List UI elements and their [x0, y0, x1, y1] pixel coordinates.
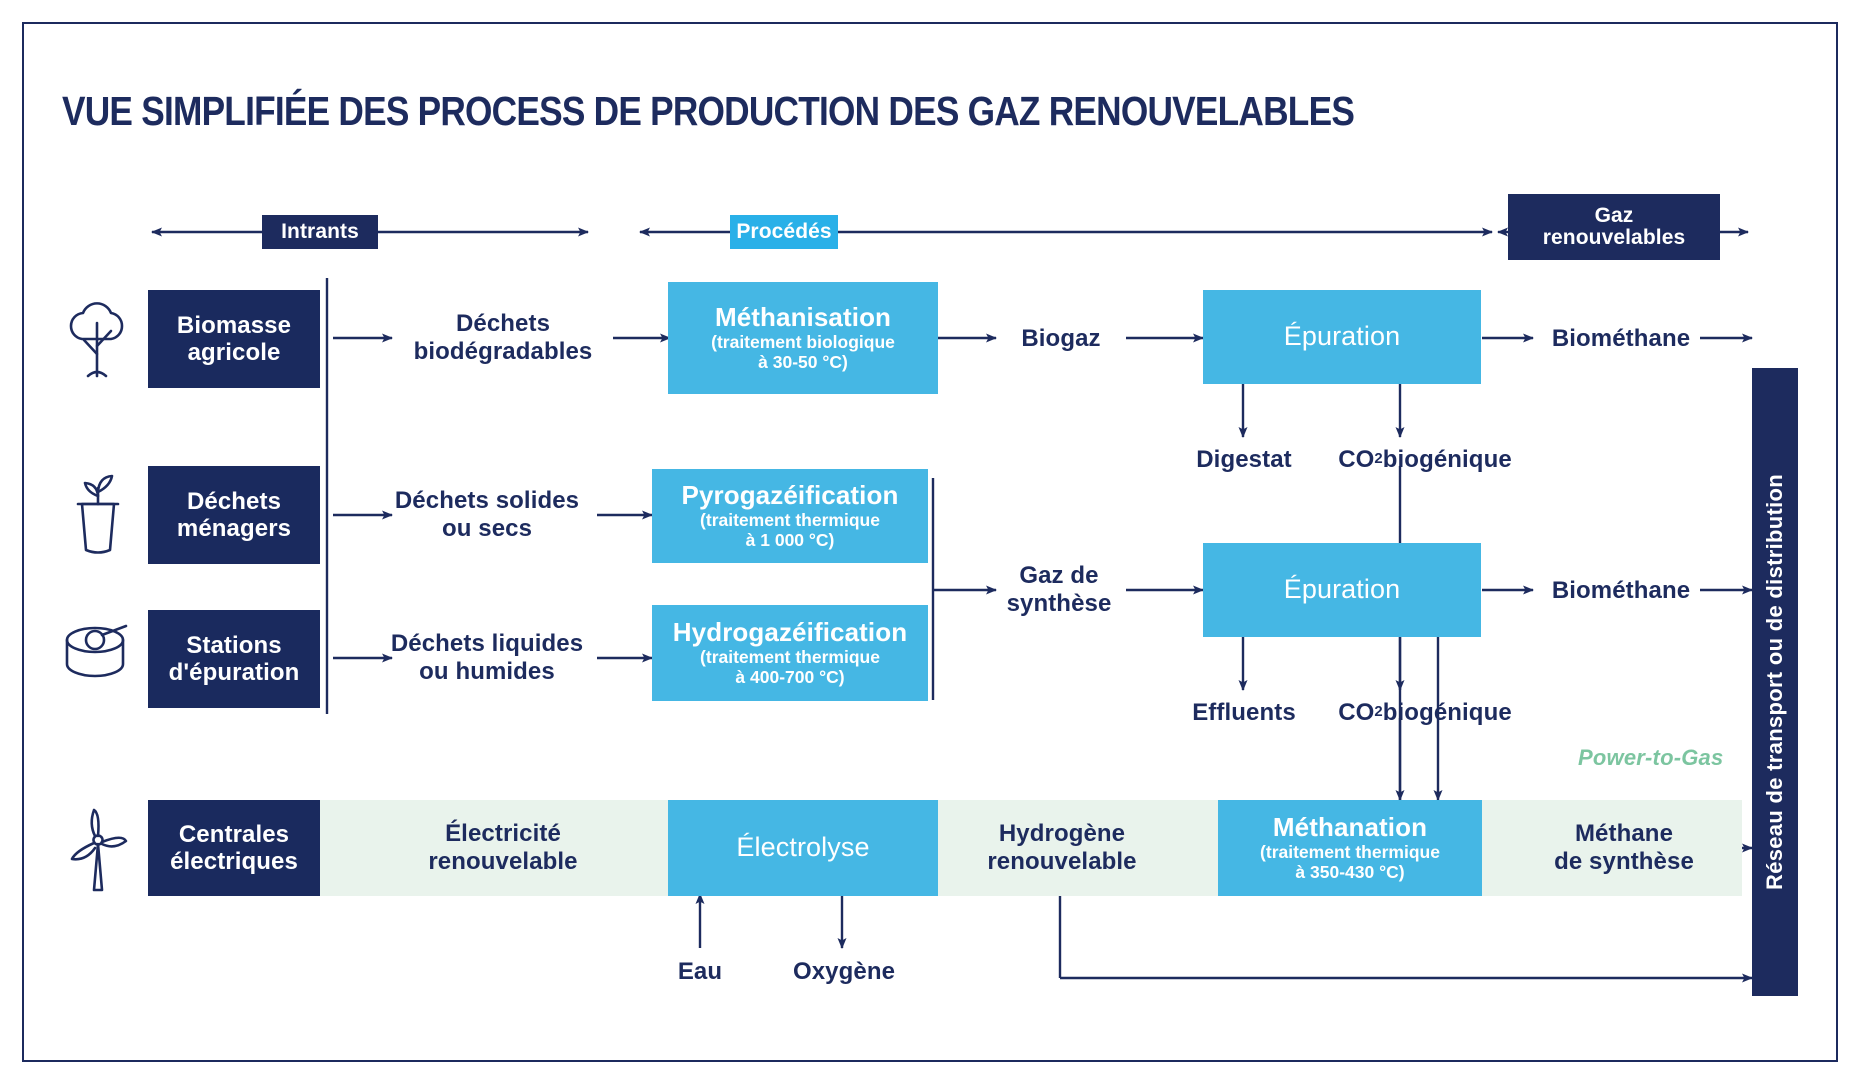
co2-suffix: biogénique: [1382, 698, 1512, 726]
process-detail-line1: (traitement biologique: [711, 332, 895, 353]
intermediate-label-hydrogene-renouvelable: Hydrogène renouvelable: [960, 810, 1164, 886]
intermediate-label-gaz-de-synthese: Gaz de synthèse: [988, 552, 1130, 628]
output-label-methane-de-synthese: Méthane de synthèse: [1524, 810, 1724, 886]
header-band-intrants: Intrants: [262, 215, 378, 249]
process-name: Épuration: [1283, 574, 1401, 605]
co2-subscript: 2: [1374, 704, 1383, 721]
feedstock-line1: Électricité: [445, 819, 561, 847]
output-line1: Méthane: [1574, 819, 1674, 847]
feedstock-label-dechets-solides: Déchets solides ou secs: [376, 477, 598, 553]
process-name: Épuration: [1283, 321, 1401, 352]
process-name: Pyrogazéification: [681, 480, 899, 511]
hydrogene-line1: Hydrogène: [998, 819, 1126, 847]
feedstock-line2: renouvelable: [428, 848, 578, 875]
co2-suffix: biogénique: [1382, 445, 1512, 473]
process-box-electrolyse[interactable]: Électrolyse: [668, 800, 938, 896]
feedstock-line1: Déchets solides: [394, 486, 580, 514]
header-band-gaz-line2: renouvelables: [1542, 226, 1686, 249]
process-name: Électrolyse: [736, 832, 870, 863]
process-box-pyrogazeification[interactable]: Pyrogazéification (traitement thermique …: [652, 469, 928, 563]
input-label-line2: ménagers: [176, 515, 292, 542]
output-label-biomethane-2: Biométhane: [1551, 576, 1691, 604]
input-label-line2: agricole: [187, 339, 281, 366]
input-label-line2: électriques: [170, 848, 298, 875]
co2-prefix: CO: [1338, 445, 1375, 473]
process-detail-line1: (traitement thermique: [700, 647, 880, 668]
intermediate-label-biogaz: Biogaz: [1021, 324, 1101, 352]
input-box-dechets-menagers[interactable]: Déchets ménagers: [148, 466, 320, 564]
feedstock-line1: Déchets: [455, 309, 551, 337]
power-to-gas-band: [148, 800, 1742, 896]
byproduct-label-digestat: Digestat: [1196, 445, 1292, 473]
feedstock-label-dechets-liquides: Déchets liquides ou humides: [376, 620, 598, 696]
page-title: VUE SIMPLIFIÉE DES PROCESS DE PRODUCTION…: [62, 88, 1355, 134]
feedstock-label-electricite-renouvelable: Électricité renouvelable: [392, 810, 614, 886]
co2-subscript: 2: [1374, 451, 1383, 468]
process-detail-line1: (traitement thermique: [1260, 842, 1440, 863]
process-name: Méthanation: [1272, 812, 1428, 843]
hydrogene-line2: renouvelable: [987, 848, 1137, 875]
input-label-line1: Stations: [186, 631, 282, 659]
process-box-methanation[interactable]: Méthanation (traitement thermique à 350-…: [1218, 800, 1482, 896]
intermediate-label-eau: Eau: [677, 957, 723, 985]
header-band-procedes: Procédés: [730, 215, 838, 249]
input-box-biomasse-agricole[interactable]: Biomasse agricole: [148, 290, 320, 388]
network-bar-label: Réseau de transport ou de distribution: [1762, 474, 1787, 890]
process-name: Méthanisation: [714, 302, 892, 333]
feedstock-line2: ou humides: [419, 658, 555, 685]
input-box-stations-epuration[interactable]: Stations d'épuration: [148, 610, 320, 708]
power-to-gas-label: Power-to-Gas: [1578, 745, 1724, 770]
gaz-synthese-line2: synthèse: [1006, 590, 1112, 617]
tree-icon: [69, 302, 124, 378]
input-label-line1: Déchets: [186, 487, 282, 515]
process-detail-line2: à 1 000 °C): [745, 530, 835, 551]
feedstock-line2: biodégradables: [413, 338, 593, 365]
feedstock-label-dechets-biodegradables: Déchets biodégradables: [392, 300, 614, 376]
input-label-line1: Biomasse: [176, 311, 292, 339]
output-label-biomethane-1: Biométhane: [1551, 324, 1691, 352]
gaz-synthese-line1: Gaz de: [1019, 561, 1099, 589]
co2-prefix: CO: [1338, 698, 1375, 726]
input-label-line2: d'épuration: [168, 659, 300, 686]
organic-waste-icon: [76, 474, 120, 554]
input-box-centrales-electriques[interactable]: Centrales électriques: [148, 800, 320, 896]
process-detail-line1: (traitement thermique: [700, 510, 880, 531]
process-box-hydrogazeification[interactable]: Hydrogazéification (traitement thermique…: [652, 605, 928, 701]
process-name: Hydrogazéification: [672, 617, 908, 648]
header-band-gaz-line1: Gaz: [1594, 204, 1634, 228]
byproduct-label-effluents: Effluents: [1192, 698, 1296, 726]
process-detail-line2: à 350-430 °C): [1295, 862, 1405, 883]
water-treatment-icon: [65, 624, 128, 678]
input-label-line1: Centrales: [178, 820, 290, 848]
process-detail-line2: à 400-700 °C): [735, 667, 845, 688]
network-bar: Réseau de transport ou de distribution: [1752, 368, 1798, 996]
feedstock-line2: ou secs: [441, 515, 533, 542]
feedstock-line1: Déchets liquides: [390, 629, 584, 657]
intermediate-label-oxygene: Oxygène: [792, 957, 896, 985]
header-band-gaz-renouvelables: Gaz renouvelables: [1508, 194, 1720, 260]
process-box-epuration-2[interactable]: Épuration: [1203, 543, 1481, 637]
process-box-methanisation[interactable]: Méthanisation (traitement biologique à 3…: [668, 282, 938, 394]
process-box-epuration-1[interactable]: Épuration: [1203, 290, 1481, 384]
process-detail-line2: à 30-50 °C): [758, 352, 848, 373]
wind-turbine-icon: [70, 808, 128, 892]
output-line2: de synthèse: [1554, 848, 1694, 875]
